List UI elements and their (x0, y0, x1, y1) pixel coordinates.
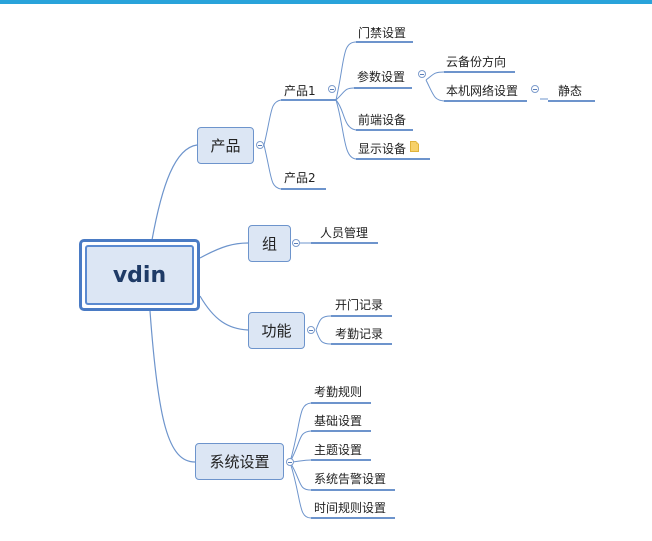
collapse-toggle-icon[interactable] (292, 239, 300, 247)
collapse-toggle-icon[interactable] (256, 141, 264, 149)
connector-root-function (199, 295, 249, 331)
node-attendance-log[interactable]: 考勤记录 (335, 327, 384, 341)
collapse-toggle-icon[interactable] (418, 70, 426, 78)
connector-p1-display (335, 99, 357, 160)
connector-product-product1 (263, 99, 282, 146)
top-accent-bar (0, 0, 652, 4)
node-display-device[interactable]: 显示设备 (358, 142, 407, 156)
connector-p1-door (335, 41, 357, 101)
connector-root-group (199, 242, 249, 259)
node-staff-management[interactable]: 人员管理 (320, 226, 369, 240)
node-function[interactable]: 功能 (248, 312, 305, 349)
connector-settings-alarm (289, 461, 312, 491)
note-icon[interactable] (410, 141, 419, 152)
node-theme-settings[interactable]: 主题设置 (314, 443, 363, 457)
node-static[interactable]: 静态 (558, 84, 583, 98)
node-door-settings[interactable]: 门禁设置 (358, 26, 407, 40)
connector-settings-basic (289, 430, 312, 463)
connector-function-doorlog (315, 315, 332, 331)
node-product1[interactable]: 产品1 (284, 84, 316, 98)
connector-settings-timerule (289, 461, 312, 519)
collapse-toggle-icon[interactable] (328, 85, 336, 93)
node-cloud-backup[interactable]: 云备份方向 (446, 55, 507, 69)
node-param-settings[interactable]: 参数设置 (357, 70, 406, 84)
node-product[interactable]: 产品 (197, 127, 254, 164)
connector-p1-params (335, 87, 355, 101)
node-alarm-settings[interactable]: 系统告警设置 (314, 472, 387, 486)
connector-params-network (425, 79, 445, 102)
connector-root-product (151, 144, 198, 241)
collapse-toggle-icon[interactable] (531, 85, 539, 93)
connector-product-product2 (263, 144, 282, 190)
node-attendance-rule[interactable]: 考勤规则 (314, 385, 363, 399)
node-door-log[interactable]: 开门记录 (335, 298, 384, 312)
connector-root-settings (149, 310, 196, 463)
collapse-toggle-icon[interactable] (286, 458, 294, 466)
connector-settings-rule (289, 402, 312, 463)
node-group[interactable]: 组 (248, 225, 291, 262)
node-network-settings[interactable]: 本机网络设置 (446, 84, 519, 98)
node-basic-settings[interactable]: 基础设置 (314, 414, 363, 428)
node-frontend-device[interactable]: 前端设备 (358, 113, 407, 127)
connector-p1-frontend (335, 99, 357, 131)
node-time-rule-settings[interactable]: 时间规则设置 (314, 501, 387, 515)
collapse-toggle-icon[interactable] (307, 326, 315, 334)
root-node-label: vdin (85, 245, 194, 305)
root-node[interactable]: vdin (79, 239, 200, 311)
connector-function-attendancelog (315, 329, 332, 345)
node-product2[interactable]: 产品2 (284, 171, 316, 185)
node-settings[interactable]: 系统设置 (195, 443, 284, 480)
connector-params-cloud (425, 71, 445, 81)
